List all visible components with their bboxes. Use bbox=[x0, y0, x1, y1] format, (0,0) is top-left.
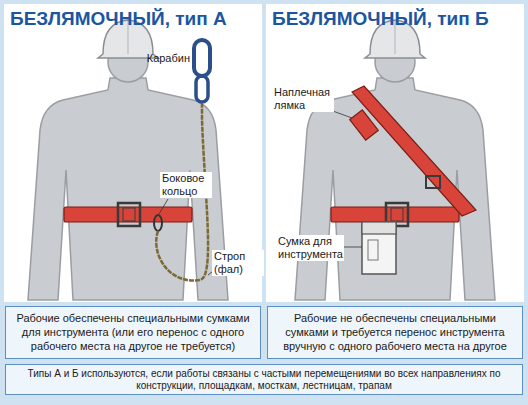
leader-line bbox=[159, 199, 168, 214]
panel-title: БЕЗЛЯМОЧНЫЙ, тип Б bbox=[272, 8, 489, 30]
note-text: Типы А и Б используются, если работы свя… bbox=[14, 368, 514, 391]
part-name: Карабин bbox=[147, 52, 190, 65]
part-name: Сумка для инструмента bbox=[276, 235, 344, 261]
worker-figure bbox=[28, 20, 228, 300]
note-text: Рабочие обеспечены специальными сумками … bbox=[14, 312, 252, 353]
belt bbox=[64, 203, 192, 226]
part-name: Наплечная лямка bbox=[272, 86, 334, 112]
part-name: Строп (фал) bbox=[212, 250, 264, 276]
note-box: Типы А и Б используются, если работы свя… bbox=[5, 364, 523, 395]
part-name: Боковое кольцо bbox=[160, 172, 212, 198]
panel bbox=[266, 4, 524, 302]
note-text: Рабочие не обеспечены специальными сумка… bbox=[276, 312, 514, 353]
shoulder-strap bbox=[350, 86, 476, 216]
panel-title: БЕЗЛЯМОЧНЫЙ, тип А bbox=[10, 8, 227, 30]
carabiner bbox=[194, 40, 210, 102]
side-ring bbox=[154, 215, 162, 231]
tool-bag bbox=[362, 222, 396, 274]
note-box: Рабочие обеспечены специальными сумками … bbox=[5, 306, 261, 359]
note-box: Рабочие не обеспечены специальными сумка… bbox=[267, 306, 523, 359]
